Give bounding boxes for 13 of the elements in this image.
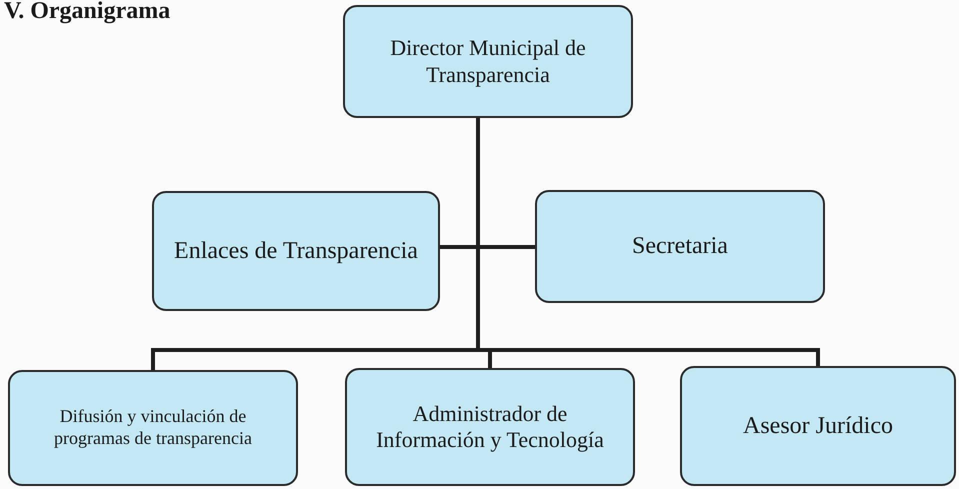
role-label: Secretaria [632, 232, 728, 261]
org-box [535, 190, 825, 303]
diagram-title: V. Organigrama [4, 0, 170, 25]
org-box [343, 5, 633, 118]
role-label: Administrador de Información y Tecnología [375, 400, 605, 454]
org-box [8, 370, 298, 486]
role-label: Asesor Jurídico [743, 412, 893, 440]
org-box [345, 368, 635, 486]
org-box [152, 191, 440, 311]
org-box [680, 366, 956, 486]
role-label: Enlaces de Transparencia [174, 236, 418, 266]
role-label: Director Municipal de Transparencia [389, 35, 587, 88]
role-label: Difusión y vinculación de programas de transparencia [53, 406, 253, 450]
